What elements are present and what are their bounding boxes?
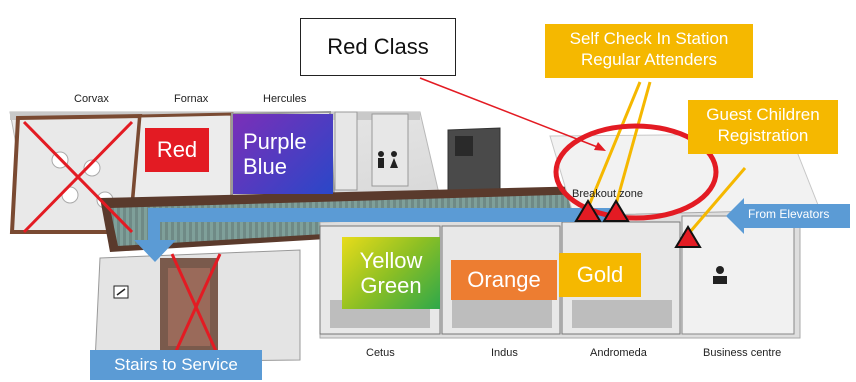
callout-pointers [586, 81, 747, 233]
room-label-indus: Indus [491, 347, 518, 359]
title-pointer-arrow [419, 77, 601, 149]
class-red: Red [145, 128, 209, 172]
class-orange: Orange [451, 260, 557, 300]
class-purple-label: Purple [243, 128, 307, 154]
class-green-label: Green [360, 273, 422, 298]
class-purple-blue: Purple Blue [233, 114, 333, 194]
room-label-business: Business centre [703, 347, 782, 359]
room-label-fornax: Fornax [174, 93, 209, 105]
guest-children-line1: Guest Children [706, 105, 820, 124]
room-label-hercules: Hercules [263, 93, 307, 105]
warning-triangle-icon [574, 199, 702, 248]
class-yellow-green: Yellow Green [342, 237, 440, 309]
room-label-corvax: Corvax [74, 93, 109, 105]
closed-room-x-marks [22, 120, 222, 361]
exit-icon [113, 285, 129, 299]
map-title: Red Class [300, 18, 456, 76]
guest-children-line2: Registration [717, 126, 809, 146]
route-arrow [134, 208, 610, 262]
class-blue-label: Blue [243, 154, 288, 179]
reception-desk-icon [713, 266, 727, 284]
self-check-in-callout: Self Check In Station Regular Attenders [545, 24, 753, 78]
class-gold: Gold [559, 253, 641, 297]
stairs-to-service-label: Stairs to Service [90, 350, 262, 380]
self-check-in-line2: Regular Attenders [580, 50, 718, 70]
room-label-andromeda: Andromeda [590, 347, 647, 359]
room-label-breakout: Breakout zone [572, 188, 643, 200]
from-elevators-label: From Elevators [748, 207, 830, 221]
from-elevators-arrow [726, 198, 850, 234]
class-yellow-label: Yellow [359, 247, 423, 273]
restroom-icon [378, 151, 398, 168]
room-label-cetus: Cetus [366, 347, 395, 359]
self-check-in-line1: Self Check In Station [569, 29, 729, 48]
guest-children-callout: Guest Children Registration [688, 100, 838, 154]
breakout-highlight-ellipse [553, 123, 719, 221]
